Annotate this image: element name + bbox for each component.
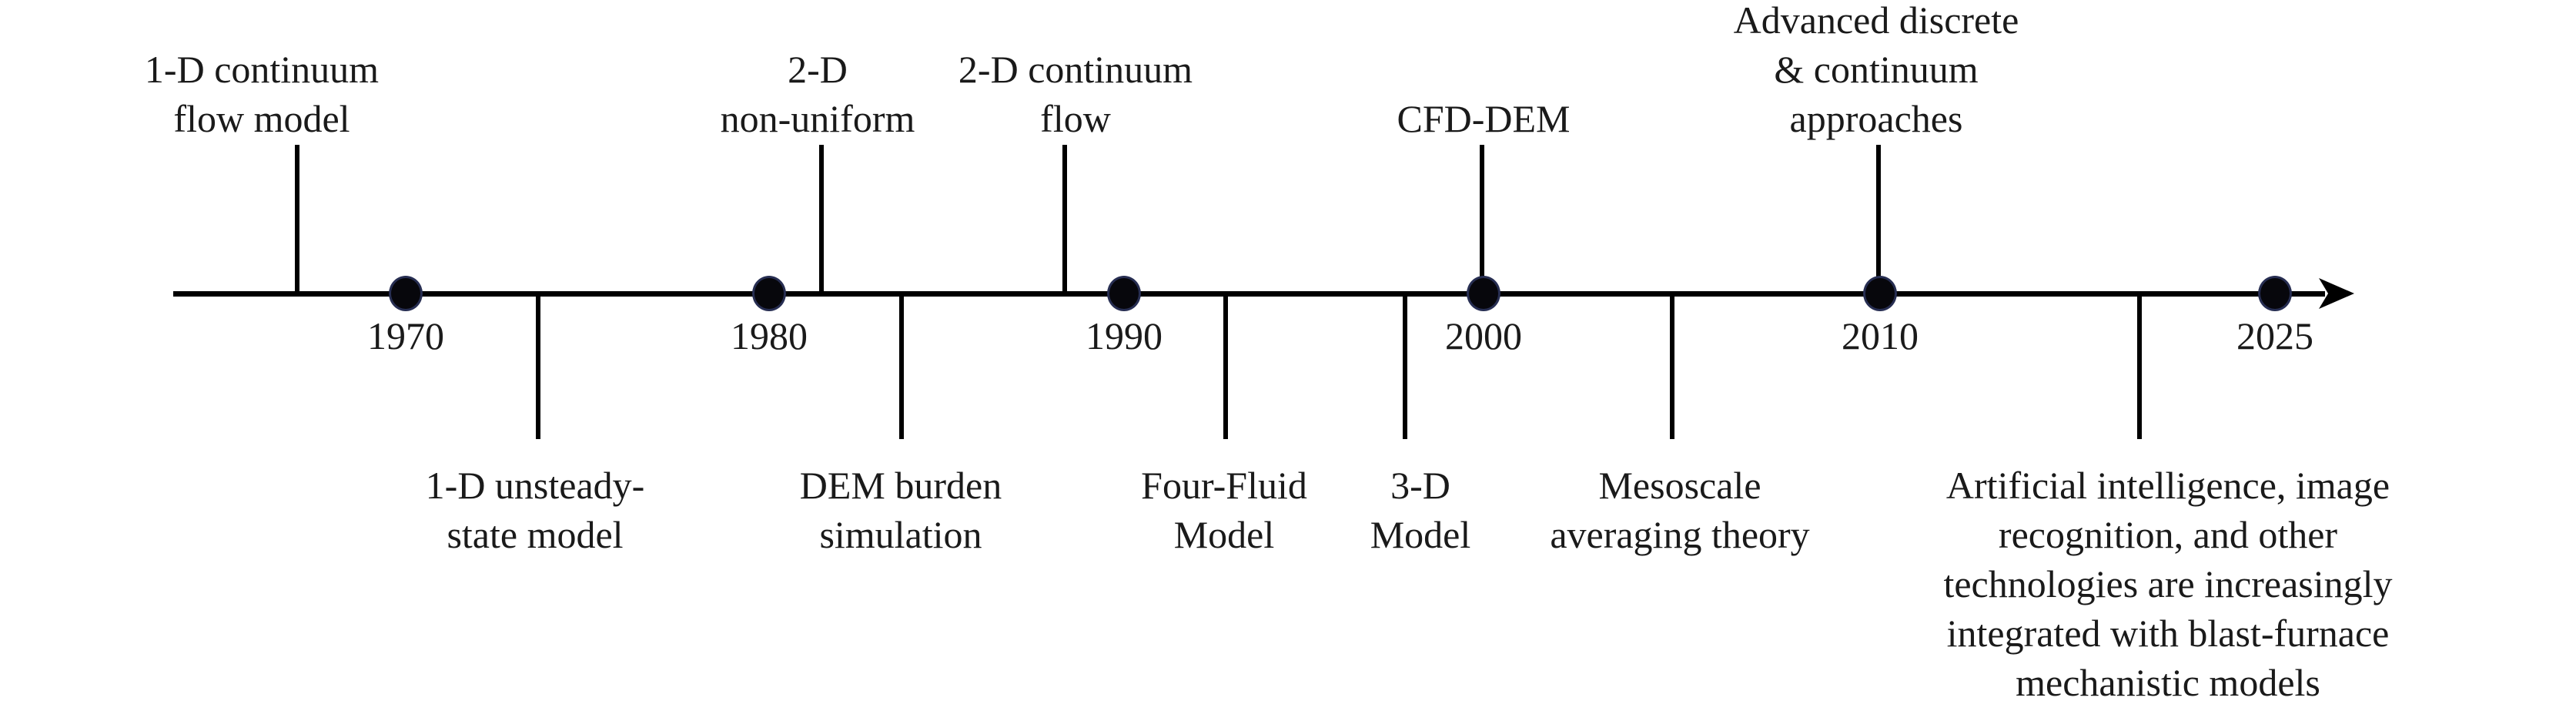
event-label-line: 1-D continuum [144,48,380,91]
event-label-line: non-uniform [720,97,915,140]
event-label-line: state model [447,513,624,556]
event-label-line: & continuum [1774,48,1979,91]
event-label-line: mechanistic models [2016,661,2320,704]
event-label-line: DEM burden [799,464,1002,507]
axis-arrowhead-icon [2319,278,2354,309]
event-label-line: recognition, and other [1998,513,2338,556]
event-label-line: Model [1173,513,1275,556]
year-label-1990: 1990 [1086,314,1163,357]
year-label-2025: 2025 [2236,314,2313,357]
event-tick-up-1d-continuum-flow-model [295,145,299,293]
timeline-dot-2025 [2258,276,2292,311]
event-tick-down-four-fluid-model [1223,293,1228,439]
year-label-1980: 1980 [731,314,808,357]
event-label-line: Four-Fluid [1141,464,1307,507]
event-label-line: integrated with blast-furnace [1946,612,2390,655]
event-label-line: 1-D unsteady- [425,464,645,507]
event-label-below-ai-integration: Artificial intelligence, image recognitio… [1943,461,2392,707]
timeline-dot-1990 [1107,276,1141,311]
timeline-dot-1980 [752,276,786,311]
year-label-2000: 2000 [1445,314,1522,357]
event-label-line: 2-D [788,48,848,91]
event-label-above-2d-continuum-flow: 2-D continuum flow [958,45,1193,143]
event-tick-up-advanced-discrete-continuum-approaches [1876,145,1881,293]
event-label-below-1d-unsteady-state-model: 1-D unsteady-state model [426,461,645,559]
event-tick-down-3d-model [1403,293,1407,439]
event-tick-down-dem-burden-simulation [899,293,904,439]
event-label-line: simulation [819,513,982,556]
event-tick-up-2d-continuum-flow [1062,145,1067,293]
event-tick-down-ai-integration [2137,293,2142,439]
event-label-line: technologies are increasingly [1943,562,2393,605]
timeline-axis [173,291,2325,297]
event-tick-down-1d-unsteady-state-model [536,293,540,439]
timeline-dot-2000 [1467,276,1500,311]
timeline-dot-2010 [1863,276,1897,311]
event-label-line: Model [1370,513,1471,556]
event-label-line: flow model [173,97,350,140]
event-label-line: approaches [1789,97,1963,140]
event-label-above-cfd-dem: CFD-DEM [1397,94,1570,143]
event-label-line: CFD-DEM [1397,97,1571,140]
timeline-dot-1970 [389,276,423,311]
event-tick-up-cfd-dem [1480,145,1484,293]
event-label-line: 3-D [1390,464,1450,507]
event-label-below-3d-model: 3-D Model [1370,461,1471,559]
event-label-line: 2-D continuum [958,48,1193,91]
event-label-below-mesoscale-averaging-theory: Mesoscale averaging theory [1550,461,1809,559]
event-label-below-dem-burden-simulation: DEM burden simulation [800,461,1002,559]
event-tick-down-mesoscale-averaging-theory [1670,293,1674,439]
event-label-line: Mesoscale [1598,464,1761,507]
event-tick-up-2d-non-uniform [819,145,824,293]
event-label-above-advanced-discrete-continuum-approaches: Advanced discrete & continuum approaches [1734,0,2019,143]
event-label-line: Artificial intelligence, image [1945,464,2390,507]
event-label-above-1d-continuum-flow-model: 1-D continuum flow model [145,45,379,143]
year-label-1970: 1970 [367,314,444,357]
event-label-line: Advanced discrete [1733,0,2019,42]
event-label-line: averaging theory [1550,513,1810,556]
year-label-2010: 2010 [1842,314,1919,357]
event-label-above-2d-non-uniform: 2-D non-uniform [721,45,915,143]
event-label-line: flow [1040,97,1111,140]
